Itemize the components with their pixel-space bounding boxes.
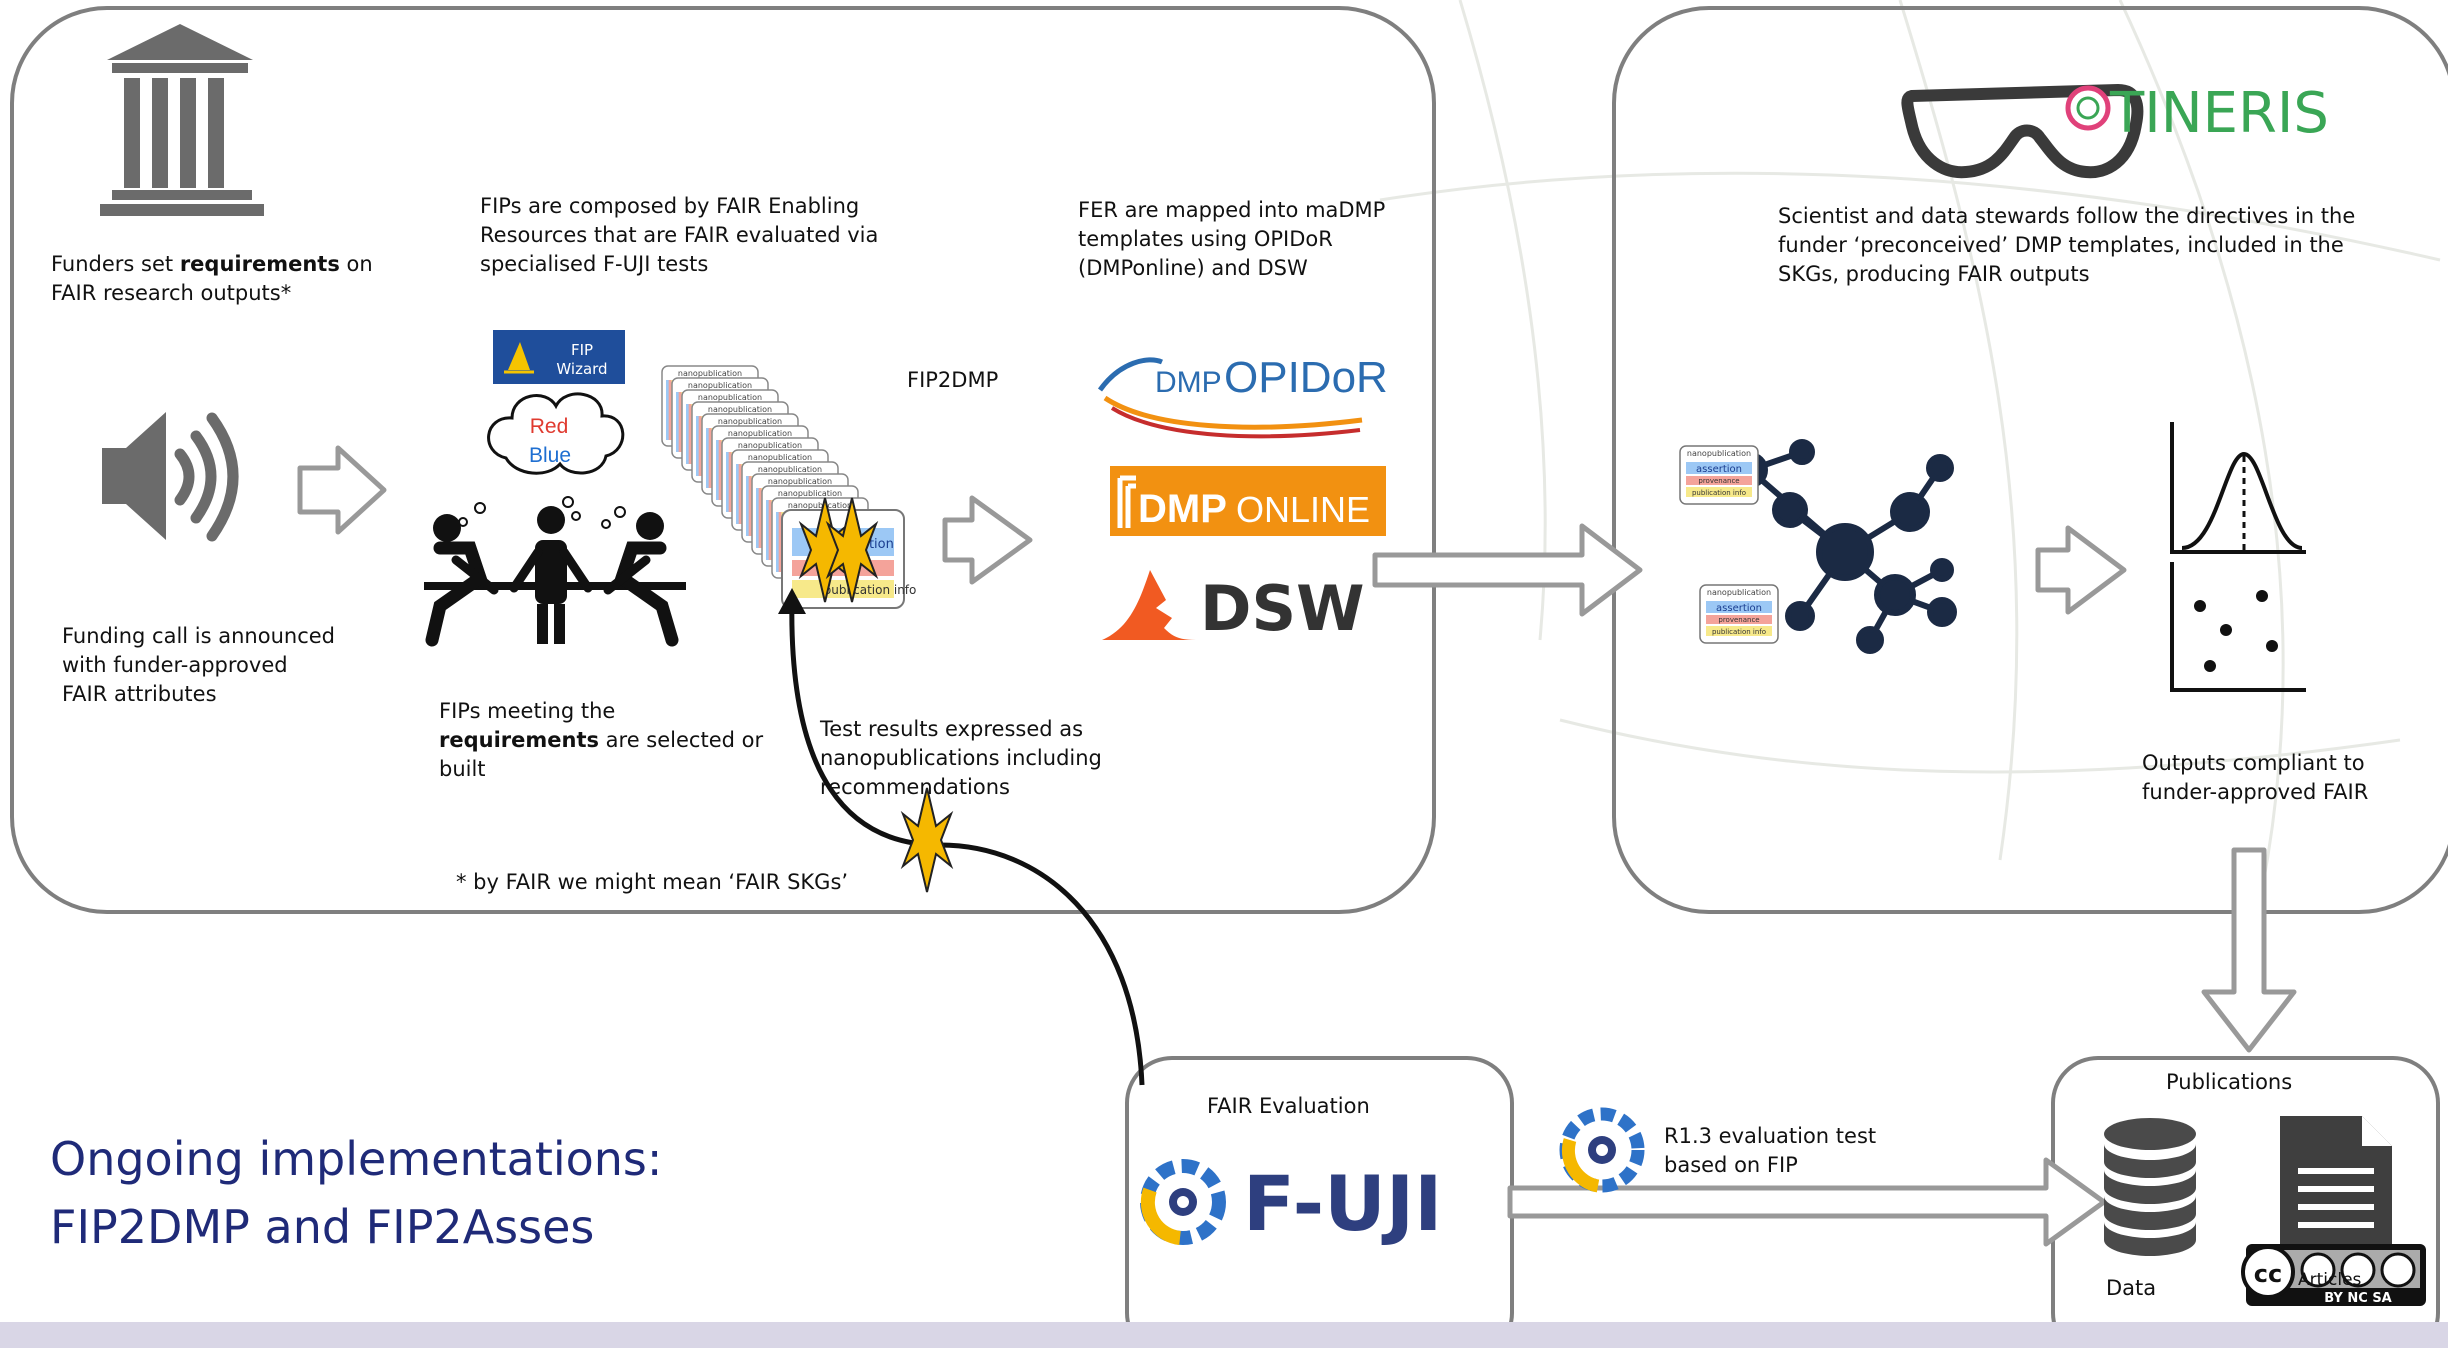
background-decoration	[1379, 0, 2441, 901]
nanopublication-card-header: nanopublication	[718, 417, 782, 426]
fair-evaluation-label: FAIR Evaluation	[1207, 1094, 1370, 1118]
arrow-outputs-to-publications	[2201, 847, 2297, 1053]
dsw-logo: DSW	[1102, 570, 1365, 645]
articles-label: Articles	[2298, 1270, 2362, 1290]
thought-cloud: Red Blue	[487, 392, 625, 475]
nanopub-mini-label: provenance	[1698, 477, 1739, 485]
svg-text:OPIDoR: OPIDoR	[1224, 353, 1388, 402]
headline-line2: FIP2DMP and FIP2Asses	[50, 1200, 595, 1254]
svg-text:F-UJI: F-UJI	[1243, 1159, 1442, 1248]
r13-test-text: R1.3 evaluation test based on FIP	[1664, 1124, 1877, 1177]
funding-call-text: Funding call is announced with funder-ap…	[62, 624, 335, 706]
nanopublication-card-header: nanopublication	[778, 489, 842, 498]
svg-text:TINERIS: TINERIS	[2109, 81, 2329, 146]
svg-text:Red: Red	[530, 415, 569, 438]
nanopublication-card-header: nanopublication	[698, 393, 762, 402]
nanopub-mini-label: publication info	[1692, 489, 1746, 497]
nanopub-mini-label: assertion	[1696, 464, 1742, 475]
scientists-text: Scientist and data stewards follow the d…	[1778, 204, 2356, 286]
svg-text:cc: cc	[2254, 1260, 2282, 1288]
creative-commons-badge: cc BY NC SA	[2241, 1244, 2426, 1306]
nanopublication-card-header: nanopublication	[758, 465, 822, 474]
nanopublication-card-header: nanopublication	[678, 369, 742, 378]
svg-text:publication info: publication info	[824, 583, 917, 597]
scatter-chart-icon	[2170, 562, 2306, 692]
nanopublication-card-header: nanopublication	[708, 405, 772, 414]
arrow-skg-to-outputs	[2035, 525, 2127, 615]
dmponline-logo: DMP ONLINE	[1110, 466, 1386, 536]
fip2dmp-label: FIP2DMP	[907, 368, 999, 392]
arrow-fips-to-dmp	[942, 495, 1033, 585]
svg-text:DMP: DMP	[1138, 487, 1227, 531]
nanopublication-card-header: nanopublication	[768, 477, 832, 486]
fair-footnote: * by FAIR we might mean ‘FAIR SKGs’	[456, 870, 849, 894]
thought-bubbles	[458, 496, 626, 529]
outputs-compliant-text: Outputs compliant to funder-approved FAI…	[2142, 751, 2369, 804]
arrow-funding-to-fips	[297, 445, 387, 535]
nanopublication-card-header: nanopublication	[748, 453, 812, 462]
nanopub-mini-label: publication info	[1712, 628, 1766, 636]
nanopub-mini-label: provenance	[1718, 616, 1759, 624]
nanopub-mini-label: nanopublication	[1707, 588, 1771, 597]
fuji-logo: F-UJI	[1140, 1159, 1442, 1248]
feedback-arrow-head	[778, 588, 806, 614]
svg-text:DSW: DSW	[1200, 572, 1365, 645]
institution-icon	[100, 24, 264, 216]
data-label: Data	[2106, 1276, 2157, 1300]
funders-text: Funders set requirements on FAIR researc…	[51, 252, 373, 305]
svg-text:BY NC SA: BY NC SA	[2324, 1291, 2392, 1306]
headline-line1: Ongoing implementations:	[50, 1132, 663, 1186]
right-outputs-box	[1612, 6, 2448, 914]
fer-mapped-text: FER are mapped into maDMP templates usin…	[1078, 198, 1386, 280]
feedback-arrow-path	[789, 595, 1145, 1086]
svg-text:ONLINE: ONLINE	[1236, 489, 1370, 530]
publications-label: Publications	[2166, 1070, 2293, 1094]
gear-icon	[1559, 1107, 1645, 1193]
document-icon	[2280, 1116, 2392, 1262]
nanopublication-card-header: nanopublication	[788, 501, 852, 510]
fips-composed-text: FIPs are composed by FAIR Enabling Resou…	[480, 194, 879, 276]
fips-meeting-text: FIPs meeting the requirements are select…	[439, 699, 764, 781]
distribution-chart-icon	[2170, 422, 2306, 554]
left-process-box	[10, 6, 1436, 914]
bottom-strip	[0, 1322, 2448, 1348]
nanopublication-card-header: nanopublication	[728, 429, 792, 438]
nanopub-mini-label: assertion	[1716, 603, 1762, 614]
nanopublication-stack: nanopublication nanopublication nanopublic…	[661, 365, 869, 579]
itineris-logo: TINERIS	[1901, 81, 2329, 179]
test-results-text: Test results expressed as nanopublicatio…	[820, 717, 1102, 799]
headline: Ongoing implementations: FIP2DMP and FIP…	[50, 1125, 662, 1261]
arrow-dmp-to-skg	[1372, 523, 1643, 617]
nanopublication-card-header: nanopublication	[688, 381, 752, 390]
svg-text:Blue: Blue	[529, 444, 571, 467]
nanopub-mini-label: nanopublication	[1687, 449, 1751, 458]
svg-text:Wizard: Wizard	[556, 360, 607, 378]
svg-text:DMP: DMP	[1155, 366, 1222, 399]
speaker-icon	[102, 412, 239, 542]
opidor-logo: DMP OPIDoR	[1097, 353, 1388, 439]
nanopublication-card-header: nanopublication	[738, 441, 802, 450]
svg-text:FIP: FIP	[571, 341, 593, 359]
meeting-people-icon	[424, 506, 686, 647]
arrow-fuji-to-publications	[1507, 1157, 2107, 1247]
database-icon	[2104, 1118, 2196, 1256]
fip-wizard-logo: FIP Wizard	[493, 330, 625, 384]
